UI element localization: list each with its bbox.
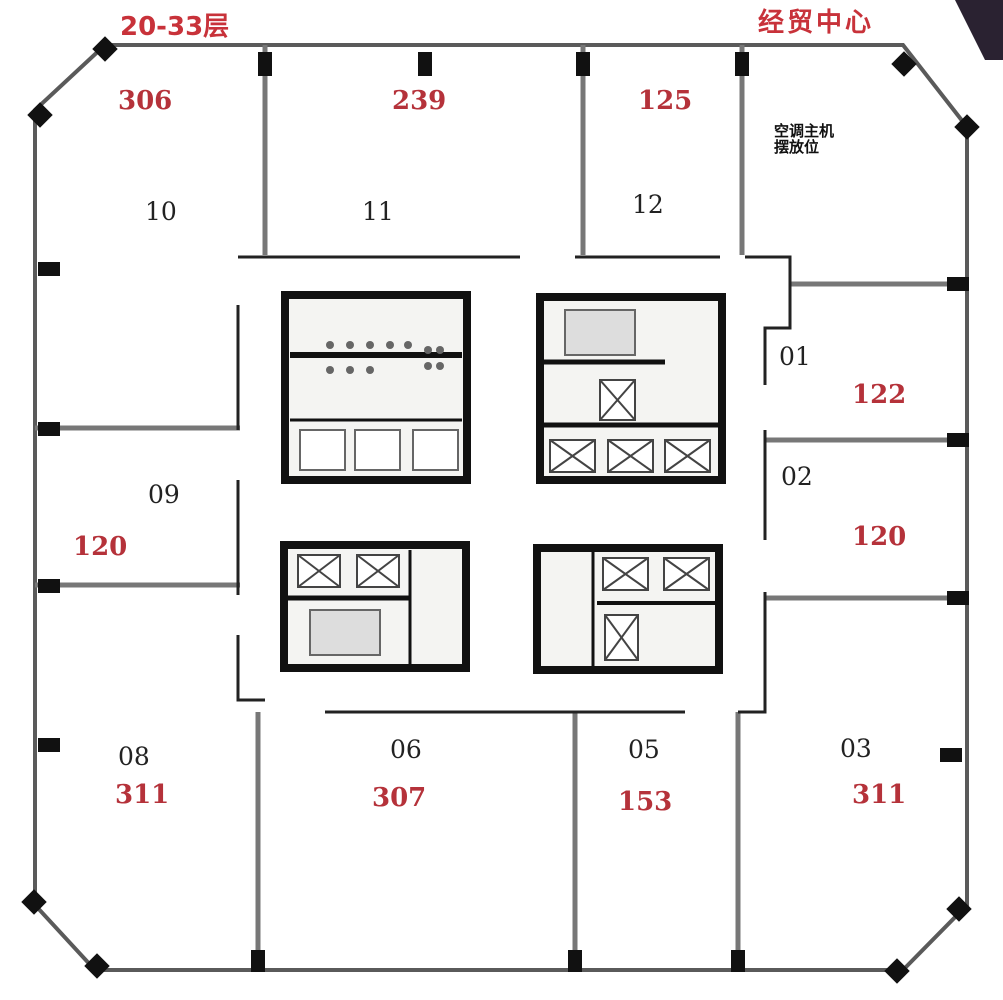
unit-03-number: 03: [840, 734, 872, 763]
unit-05-area: 153: [618, 787, 673, 817]
unit-02-area: 120: [852, 522, 907, 552]
corridor-walls: [236, 255, 792, 714]
unit-06-number: 06: [390, 735, 422, 764]
columns: [38, 52, 969, 972]
unit-11-number: 11: [362, 197, 394, 226]
unit-06-area: 307: [372, 783, 427, 813]
unit-08-area: 311: [115, 780, 170, 810]
unit-02-number: 02: [781, 462, 813, 491]
floor-range-label: 20-33层: [120, 12, 230, 42]
unit-01-number: 01: [779, 342, 811, 371]
unit-10-area: 306: [118, 86, 173, 116]
unit-09-area: 120: [73, 532, 128, 562]
unit-11-area: 239: [392, 86, 447, 116]
unit-12-number: 12: [632, 190, 664, 219]
core-stairs-elevators-ne: [536, 293, 726, 484]
core-elevators-stairs-sw: [280, 541, 470, 672]
unit-09-number: 09: [148, 480, 180, 509]
unit-12-area: 125: [638, 86, 693, 116]
ac-unit-note: 空调主机 摆放位: [774, 123, 834, 155]
core-restrooms: [281, 291, 471, 484]
unit-08-number: 08: [118, 742, 150, 771]
ac-note-line2: 摆放位: [774, 138, 820, 156]
ac-note-line1: 空调主机: [774, 122, 835, 140]
building-name-label: 经贸中心: [758, 8, 875, 38]
partition-walls: [35, 45, 967, 970]
corner-columns: [21, 36, 980, 984]
unit-10-number: 10: [145, 197, 177, 226]
unit-01-area: 122: [852, 380, 907, 410]
unit-05-number: 05: [628, 735, 660, 764]
unit-03-area: 311: [852, 780, 907, 810]
core-elevators-se: [533, 544, 723, 674]
